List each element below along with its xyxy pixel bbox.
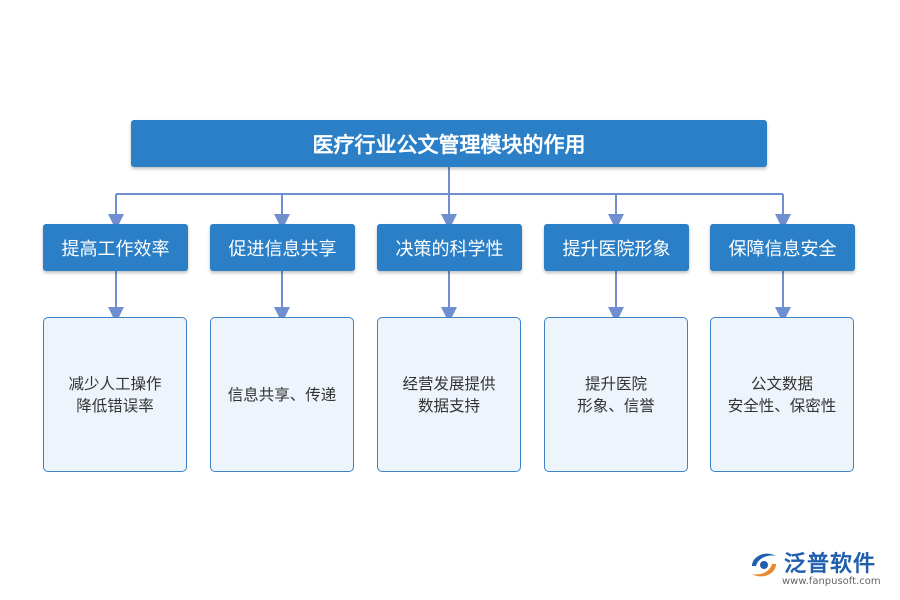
leaf-text-line: 提升医院 <box>584 374 647 393</box>
leaf-info-sharing: 信息共享、传递 <box>210 317 354 472</box>
leaf-hospital-image: 提升医院 形象、信誉 <box>544 317 688 472</box>
diagram-title: 医疗行业公文管理模块的作用 <box>131 120 767 167</box>
leaf-text-line: 形象、信誉 <box>577 396 655 415</box>
leaf-text-line: 减少人工操作 <box>68 374 162 393</box>
leaf-text-line: 信息共享、传递 <box>227 385 337 404</box>
branch-decision-science: 决策的科学性 <box>377 224 522 271</box>
leaf-text-line: 公文数据 <box>750 374 813 393</box>
branch-efficiency: 提高工作效率 <box>43 224 188 271</box>
leaf-efficiency: 减少人工操作 降低错误率 <box>43 317 187 472</box>
leaf-info-security: 公文数据 安全性、保密性 <box>710 317 854 472</box>
brand-logo: 泛普软件 www.fanpusoft.com <box>746 546 886 592</box>
leaf-decision-science: 经营发展提供 数据支持 <box>377 317 521 472</box>
leaf-text-line: 经营发展提供 <box>402 374 496 393</box>
logo-mark-icon <box>752 553 776 577</box>
leaf-text-line: 降低错误率 <box>76 396 154 415</box>
branch-info-security: 保障信息安全 <box>710 224 855 271</box>
leaf-text-line: 数据支持 <box>417 396 480 415</box>
logo-url-text: www.fanpusoft.com <box>782 576 881 587</box>
branch-hospital-image: 提升医院形象 <box>544 224 689 271</box>
branch-info-sharing: 促进信息共享 <box>210 224 355 271</box>
logo-brand-text: 泛普软件 <box>784 552 877 577</box>
leaf-text-line: 安全性、保密性 <box>727 396 837 415</box>
